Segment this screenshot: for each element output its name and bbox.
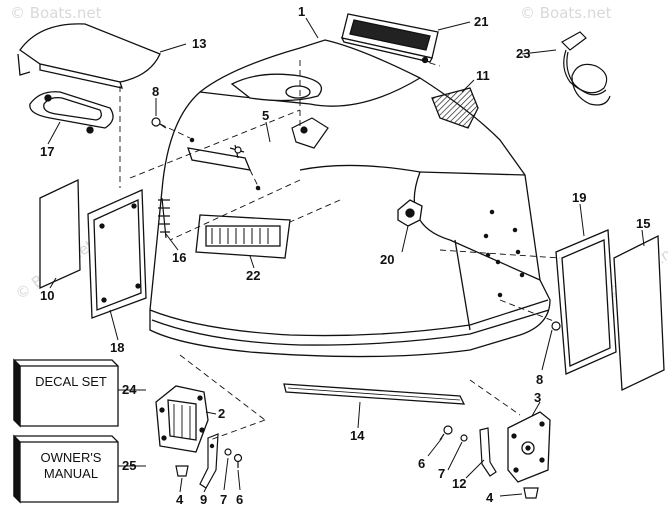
decal-set-label: DECAL SET: [35, 374, 107, 389]
latch-plate-3: [507, 411, 551, 483]
callout-9: 9: [200, 492, 207, 507]
seal-strip-14: [283, 383, 466, 405]
callout-16: 16: [172, 250, 186, 265]
owners-manual-box: [13, 434, 119, 504]
callout-13: 13: [192, 36, 206, 51]
owners-manual-label: OWNER'S MANUAL: [40, 450, 102, 481]
cable-23: [561, 31, 611, 106]
callout-12: 12: [452, 476, 466, 491]
callout-8-top: 8: [152, 84, 159, 99]
callout-23: 23: [516, 46, 530, 61]
handle-21: [340, 13, 439, 64]
grommet-16: [158, 197, 170, 239]
callout-19: 19: [572, 190, 586, 205]
callout-14: 14: [350, 428, 365, 443]
decal-15: [613, 234, 665, 392]
svg-text:© Boats.net: © Boats.net: [520, 4, 612, 22]
seal-17: [29, 91, 114, 134]
screw-8-right: [551, 321, 561, 331]
callout-21: 21: [474, 14, 488, 29]
screw-8-top: [151, 117, 167, 129]
callout-4-left: 4: [176, 492, 184, 507]
callout-7-left: 7: [220, 492, 227, 507]
callout-17: 17: [40, 144, 54, 159]
callout-25: 25: [122, 458, 136, 473]
bracket-9: [199, 433, 219, 489]
decal-set-box: [13, 358, 119, 428]
engine-cover: [149, 39, 551, 358]
fasteners: [175, 425, 539, 499]
callout-5: 5: [262, 108, 269, 123]
panel-18: [87, 189, 147, 319]
callout-18: 18: [110, 340, 124, 355]
callout-4-right: 4: [486, 490, 494, 505]
decal-10: [39, 178, 81, 290]
bracket-5: [229, 117, 329, 159]
nameplate-22: [195, 214, 291, 259]
callout-24: 24: [122, 382, 137, 397]
callout-22: 22: [246, 268, 260, 283]
callout-1: 1: [298, 4, 305, 19]
callout-20: 20: [380, 252, 394, 267]
callout-8-right: 8: [536, 372, 543, 387]
hinge-2: [155, 385, 209, 453]
callout-11: 11: [476, 68, 490, 83]
leader-lines: [47, 17, 645, 497]
callout-6-left: 6: [236, 492, 243, 507]
bracket-12: [479, 427, 497, 477]
svg-text:© Boats.net: © Boats.net: [10, 4, 102, 22]
callout-2: 2: [218, 406, 225, 421]
callout-7-right: 7: [438, 466, 445, 481]
panel-19: [555, 229, 617, 375]
assembly-lines: [119, 59, 561, 441]
callout-6-right: 6: [418, 456, 425, 471]
plug-20: [397, 199, 423, 227]
callout-10: 10: [40, 288, 54, 303]
callout-15: 15: [636, 216, 650, 231]
lid-13: [17, 23, 161, 89]
callout-3: 3: [534, 390, 541, 405]
callout-numbers: 1 21 13 23 11 8 5 17 19 15 16 20 22 10 1…: [40, 4, 650, 507]
